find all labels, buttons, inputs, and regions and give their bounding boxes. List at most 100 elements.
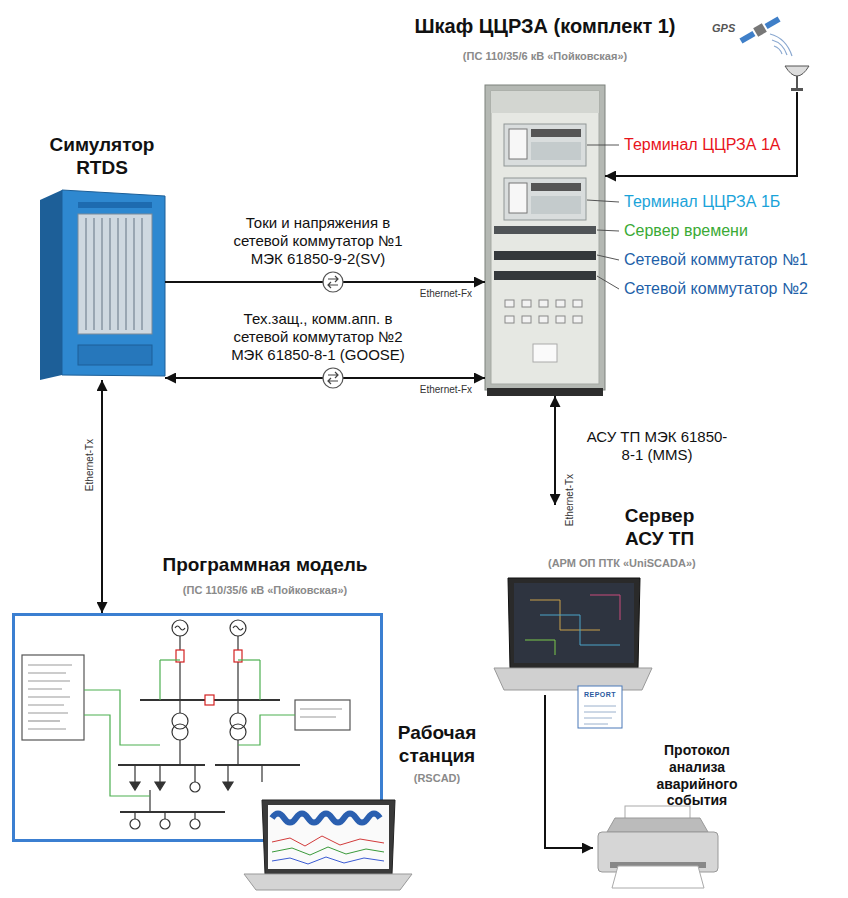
gps-box: GPS <box>700 12 815 92</box>
protection-cabinet <box>531 142 581 160</box>
part-label: Сервер времени <box>624 221 748 240</box>
workstation-laptop <box>272 857 384 864</box>
single-line-schematic <box>130 819 140 829</box>
substation-subtitle: (ПС 110/35/6 кВ «Пойковская») <box>183 584 347 597</box>
single-line-schematic <box>155 782 165 790</box>
server-laptop <box>508 578 640 668</box>
single-line-schematic <box>28 728 66 729</box>
report-sheet <box>578 686 622 728</box>
simulator-cabinet <box>62 190 165 376</box>
single-line-schematic <box>149 790 150 812</box>
protection-cabinet <box>505 316 514 323</box>
interface-label: Ethernet-Tx <box>84 439 96 491</box>
interface-label: Ethernet-Fx <box>420 288 472 300</box>
gps-signal <box>770 34 792 56</box>
single-line-schematic <box>190 782 200 792</box>
workstation-laptop <box>244 874 412 890</box>
gps-signal <box>770 34 792 56</box>
protection-cabinet <box>505 300 582 323</box>
single-line-schematic <box>118 764 205 766</box>
ethernet-icon <box>323 272 343 292</box>
model-title: Программная модель <box>162 554 367 577</box>
leader-line <box>587 145 619 289</box>
single-line-schematic <box>28 672 66 673</box>
protection-cabinet <box>504 124 586 166</box>
single-line-schematic <box>134 765 135 782</box>
single-line-schematic <box>238 659 260 660</box>
single-line-schematic <box>238 715 295 745</box>
single-line-schematic <box>130 782 140 790</box>
protection-cabinet <box>573 316 582 323</box>
part-label: Сетевой коммутатор №1 <box>624 250 808 269</box>
protection-cabinet <box>494 226 596 234</box>
connector-label: Токи и напряжения в сетевой коммутатор №… <box>221 214 416 268</box>
single-line-schematic <box>300 708 342 709</box>
single-line-schematic <box>28 712 68 713</box>
leader-line <box>587 200 619 202</box>
gps-satellite <box>753 23 767 37</box>
simulator-cabinet <box>117 218 119 330</box>
interface-label: Ethernet-Tx <box>564 474 576 526</box>
simulator-cabinet <box>40 190 165 380</box>
gps-satellite <box>739 31 755 44</box>
server-laptop <box>525 640 555 655</box>
simulator-cabinet <box>133 218 135 330</box>
single-line-schematic <box>22 655 84 740</box>
protection-cabinet <box>494 251 596 260</box>
leader-line <box>597 230 619 231</box>
single-line-schematic <box>28 704 64 705</box>
server-laptop <box>590 595 620 620</box>
connector-arrow <box>605 92 797 176</box>
protection-cabinet <box>556 316 565 323</box>
connector-label: АСУ ТП МЭК 61850-8-1 (MMS) <box>582 428 732 464</box>
connector-arrow <box>101 380 103 613</box>
single-line-schematic <box>28 680 70 681</box>
single-line-schematic <box>28 688 62 689</box>
protection-cabinet <box>539 316 548 323</box>
leader-line <box>597 255 619 260</box>
single-line-schematic <box>84 715 150 796</box>
printer-body <box>612 866 704 888</box>
workstation-laptop <box>244 800 412 890</box>
single-line-schematic <box>190 819 200 829</box>
protection-cabinet <box>505 300 514 307</box>
protection-cabinet <box>533 344 557 362</box>
gps-antenna <box>785 66 809 76</box>
gps-signal <box>774 46 782 54</box>
single-line-schematic <box>194 765 195 782</box>
workstation-laptop <box>272 836 384 846</box>
simulator-cabinet <box>125 218 127 330</box>
protection-cabinet <box>539 300 548 307</box>
single-line-schematic <box>295 700 350 730</box>
software-model-box: Программная модель(ПС 110/35/6 кВ «Пойко… <box>12 613 383 842</box>
gps-antenna <box>785 66 809 91</box>
server-laptop <box>494 578 652 690</box>
cabinet-title: Шкаф ЦЦРЗА (комплект 1) <box>414 14 675 38</box>
part-label: Терминал ЦЦРЗА 1А <box>624 135 780 154</box>
part-label: Сетевой коммутатор №2 <box>624 279 808 298</box>
report-sheet <box>584 718 612 719</box>
simulator-cabinet <box>40 190 62 380</box>
gps-antenna <box>796 76 798 90</box>
single-line-schematic <box>28 720 60 721</box>
single-line-schematic <box>160 659 180 660</box>
leader-line <box>587 145 619 146</box>
single-line-schematic <box>175 626 185 630</box>
single-line-schematic <box>233 626 243 630</box>
connector-arrow <box>554 396 556 505</box>
gps-satellite <box>765 16 781 29</box>
single-line-schematic <box>194 812 195 819</box>
single-line-schematic <box>159 765 160 782</box>
server-title: Сервер АСУ ТП <box>612 505 707 551</box>
workstation-title: Рабочая станция <box>390 722 485 768</box>
protection-cabinet <box>531 196 581 214</box>
simulator-title: Симулятор RTDS <box>40 134 165 180</box>
single-line-schematic <box>28 664 72 665</box>
protection-cabinet <box>504 178 586 220</box>
protection-cabinet <box>491 91 599 384</box>
protection-cabinet <box>494 271 596 280</box>
single-line-schematic <box>134 812 135 819</box>
printer-body <box>598 806 718 888</box>
single-line-schematic <box>223 782 233 790</box>
single-line-schematic <box>300 716 336 717</box>
